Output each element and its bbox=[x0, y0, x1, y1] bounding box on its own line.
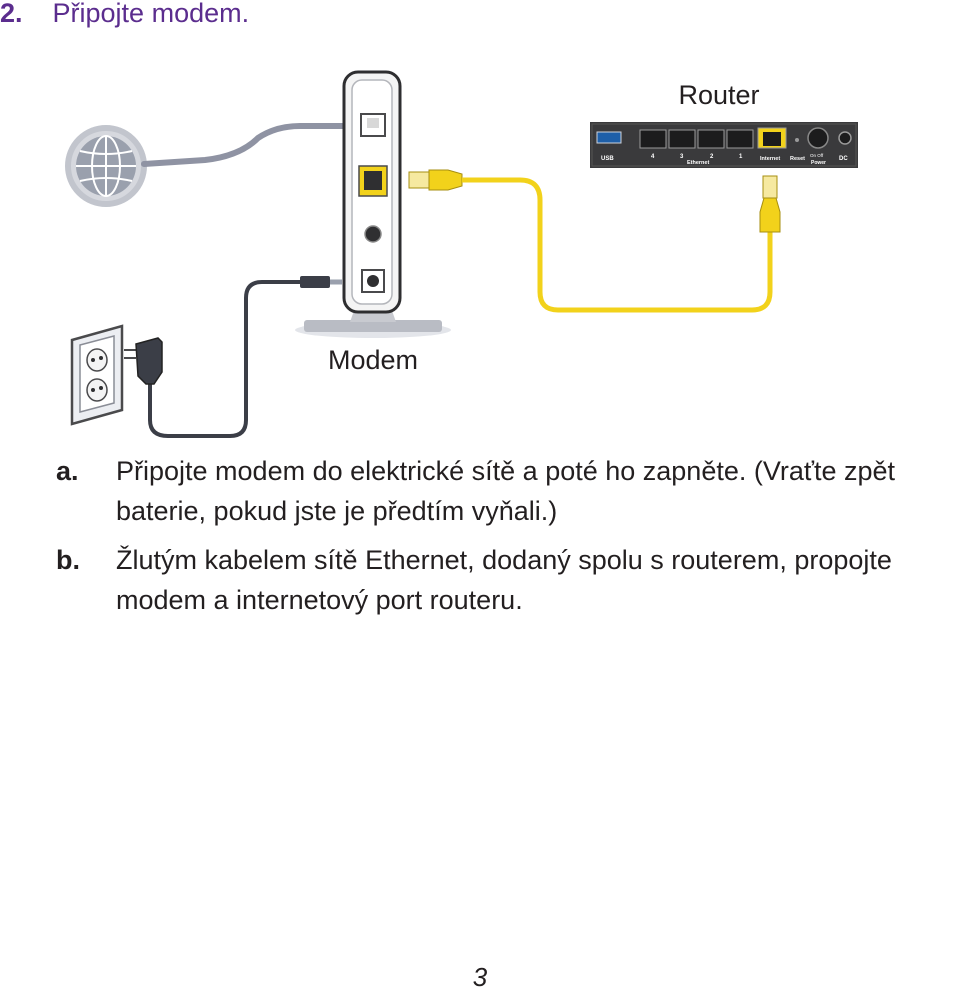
router-port-1: 1 bbox=[739, 154, 743, 160]
ethernet-cable bbox=[408, 169, 781, 313]
modem-device bbox=[295, 70, 451, 338]
instruction-marker: b. bbox=[56, 545, 80, 575]
power-adapter-icon bbox=[124, 337, 163, 385]
connection-diagram: USB 4 3 2 1 Ethernet Internet Reset On O… bbox=[65, 70, 858, 438]
router-port-2: 2 bbox=[710, 154, 714, 160]
instruction-text: Připojte modem do elektrické sítě a poté… bbox=[116, 456, 896, 526]
router-label: Router bbox=[678, 80, 759, 110]
router-port-onoff: On Off bbox=[810, 153, 824, 158]
step-title: Připojte modem. bbox=[52, 0, 250, 28]
router-port-internet: Internet bbox=[760, 156, 780, 162]
router-port-usb: USB bbox=[601, 156, 614, 162]
modem-label: Modem bbox=[328, 345, 418, 375]
page-number: 3 bbox=[472, 962, 488, 992]
wall-socket-icon bbox=[70, 324, 124, 426]
globe-cable bbox=[141, 123, 365, 167]
router-port-4: 4 bbox=[651, 154, 655, 160]
router-port-power: Power bbox=[811, 160, 826, 166]
step-number: 2. bbox=[0, 0, 23, 28]
instruction-b: b. Žlutým kabelem sítě Ethernet, dodaný … bbox=[0, 540, 960, 620]
instruction-text: Žlutým kabelem sítě Ethernet, dodaný spo… bbox=[116, 545, 892, 615]
router-port-reset: Reset bbox=[790, 156, 805, 162]
instruction-marker: a. bbox=[56, 456, 79, 486]
globe-icon bbox=[65, 125, 147, 207]
power-cable bbox=[148, 276, 342, 438]
instruction-a: a. Připojte modem do elektrické sítě a p… bbox=[0, 451, 960, 531]
router-port-3: 3 bbox=[680, 154, 684, 160]
router-port-ethernet: Ethernet bbox=[687, 160, 709, 166]
step-heading: 2. Připojte modem. bbox=[0, 0, 249, 29]
router-device: USB 4 3 2 1 Ethernet Internet Reset On O… bbox=[590, 122, 858, 168]
router-port-dc: DC bbox=[839, 156, 848, 162]
